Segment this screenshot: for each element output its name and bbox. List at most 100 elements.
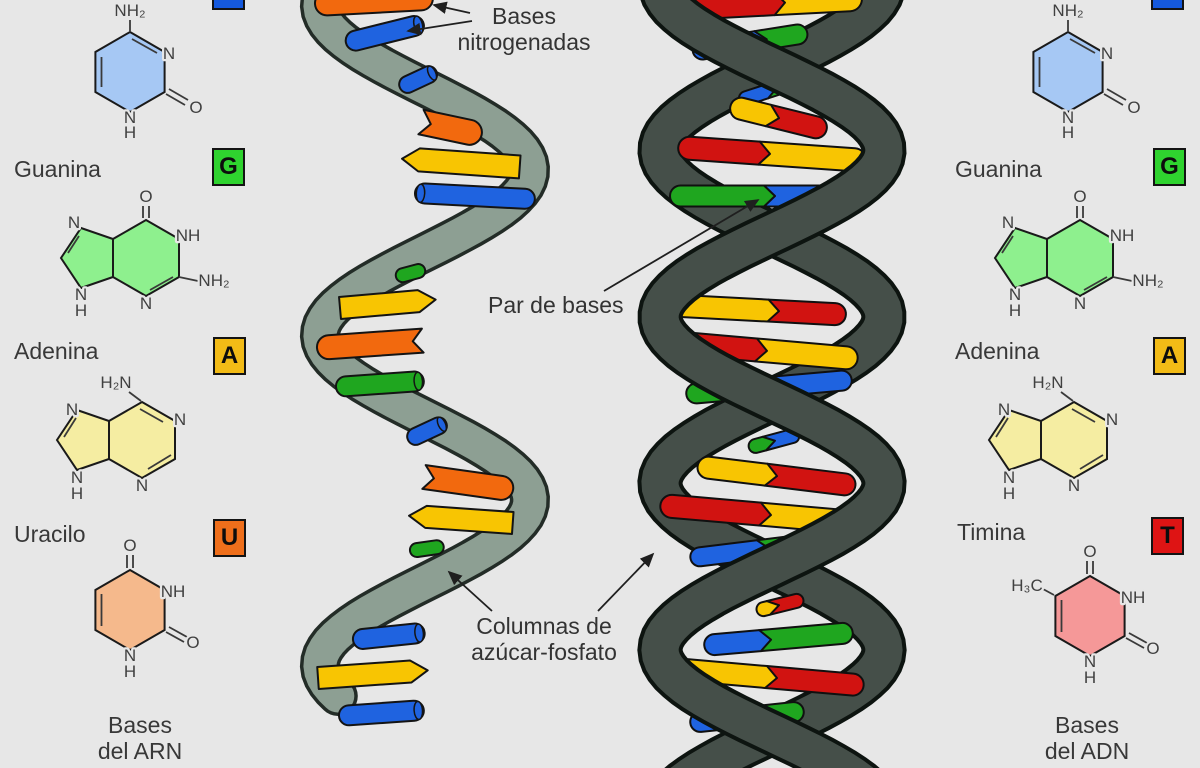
rna-base	[409, 539, 445, 558]
dna-backbone-front	[641, 0, 903, 768]
rna-base	[338, 699, 425, 727]
adenine-badge-right: A	[1153, 337, 1186, 375]
atom-label: N	[1068, 476, 1080, 495]
atom-label: N	[998, 400, 1010, 419]
atom-label: H₂N	[100, 373, 131, 392]
atom-label: N	[140, 294, 152, 313]
caption-bases-arn: Bases del ARN	[55, 712, 225, 764]
cytosine-badge-partial-right	[1151, 0, 1184, 10]
rna-base	[394, 263, 427, 284]
annotation-arrows	[406, 1, 760, 612]
base-name-timina: Timina	[957, 519, 1026, 545]
atom-label: NH₂	[1052, 1, 1083, 20]
atom-label: N	[68, 213, 80, 232]
atom-label: N	[1062, 108, 1074, 127]
base-name-adenina-right: Adenina	[955, 338, 1040, 364]
label-columnas-azucar-fosfato: Columnas de azúcar-fosfato	[458, 613, 630, 665]
atom-label: NH₂	[198, 271, 229, 290]
rna-base	[417, 108, 483, 146]
atom-label: N	[1003, 468, 1015, 487]
arrow-to-dna-backbone-icon	[597, 552, 655, 612]
rna-base	[414, 182, 536, 210]
dna-base-pair	[703, 621, 854, 657]
atom-label: N	[71, 468, 83, 487]
atom-label: N	[1009, 285, 1021, 304]
atom-label: N	[124, 108, 136, 127]
arrow-to-rna-base-top-icon	[432, 1, 471, 14]
atom-label: N	[1074, 294, 1086, 313]
guanine-structure-left: O NH NH₂ N N N H	[59, 185, 232, 322]
dna-base-pair	[729, 96, 828, 140]
uracil-structure: O NH O N H	[94, 534, 202, 683]
atom-label: H	[71, 484, 83, 503]
dna-base-pair	[677, 135, 867, 173]
atom-label: H₃C	[1011, 576, 1042, 595]
dna-base-pair	[667, 293, 847, 327]
arrow-to-rna-backbone-icon	[447, 570, 493, 612]
thymine-structure: H₃C O NH O N H	[1009, 540, 1162, 690]
caption-line2: del ADN	[1044, 738, 1130, 764]
atom-label: O	[123, 536, 136, 555]
rna-base	[421, 464, 515, 501]
atom-label: N	[1101, 44, 1113, 63]
atom-label: O	[1083, 542, 1096, 561]
atom-label: NH₂	[1132, 271, 1163, 290]
label-line2: nitrogenadas	[457, 29, 591, 55]
caption-bases-adn: Bases del ADN	[1002, 712, 1172, 764]
label-line1: Bases	[492, 3, 556, 29]
adenine-structure-left: H₂N N N N N H	[55, 371, 188, 505]
dna-helix	[637, 0, 907, 768]
atom-label: NH	[1121, 588, 1146, 607]
rna-base	[316, 659, 429, 690]
adenine-badge-left: A	[213, 337, 246, 375]
caption-line1: Bases	[108, 712, 172, 738]
cytosine-badge-partial-left	[212, 0, 245, 10]
rna-base	[398, 65, 439, 94]
atom-label: NH	[1110, 226, 1135, 245]
label-line1: Columnas de	[476, 613, 612, 639]
adenine-structure-right: H₂N N N N N H	[987, 371, 1120, 505]
atom-label: H	[75, 301, 87, 320]
guanine-badge-left: G	[212, 148, 245, 186]
atom-label: H	[1009, 301, 1021, 320]
rna-bases	[314, 0, 536, 727]
guanine-badge-right: G	[1153, 148, 1186, 186]
atom-label: O	[189, 98, 202, 117]
base-name-adenina-left: Adenina	[14, 338, 99, 364]
thymine-badge: T	[1151, 517, 1184, 555]
base-name-guanina-right: Guanina	[955, 156, 1042, 182]
arrow-to-rna-base-icon	[406, 20, 473, 36]
label-par-de-bases: Par de bases	[488, 292, 624, 318]
cytosine-structure-right: NH₂ N O N H	[1032, 0, 1143, 144]
atom-label: N	[1002, 213, 1014, 232]
atom-label: NH₂	[114, 1, 145, 20]
rna-base	[316, 327, 425, 361]
atom-label: N	[124, 646, 136, 665]
atom-label: H₂N	[1032, 373, 1063, 392]
base-name-guanina-left: Guanina	[14, 156, 101, 182]
atom-label: N	[75, 285, 87, 304]
atom-label: H	[1003, 484, 1015, 503]
rna-base	[401, 147, 522, 180]
rna-base	[314, 0, 434, 17]
atom-label: H	[1084, 668, 1096, 687]
rna-base	[406, 416, 448, 446]
cytosine-structure-left: NH₂ N O N H	[94, 0, 205, 144]
uracil-badge: U	[213, 519, 246, 557]
atom-label: H	[1062, 123, 1074, 142]
atom-label: N	[136, 476, 148, 495]
atom-label: O	[139, 187, 152, 206]
dna-base-pair	[755, 592, 805, 618]
atom-label: NH	[176, 226, 201, 245]
rna-base	[335, 370, 425, 398]
atom-label: O	[1127, 98, 1140, 117]
atom-label: O	[1073, 187, 1086, 206]
atom-label: H	[124, 662, 136, 681]
caption-line2: del ARN	[97, 738, 183, 764]
rna-base	[338, 289, 437, 320]
base-name-uracilo: Uracilo	[14, 521, 86, 547]
dna-base-pair	[696, 455, 857, 497]
atom-label: O	[186, 633, 199, 652]
